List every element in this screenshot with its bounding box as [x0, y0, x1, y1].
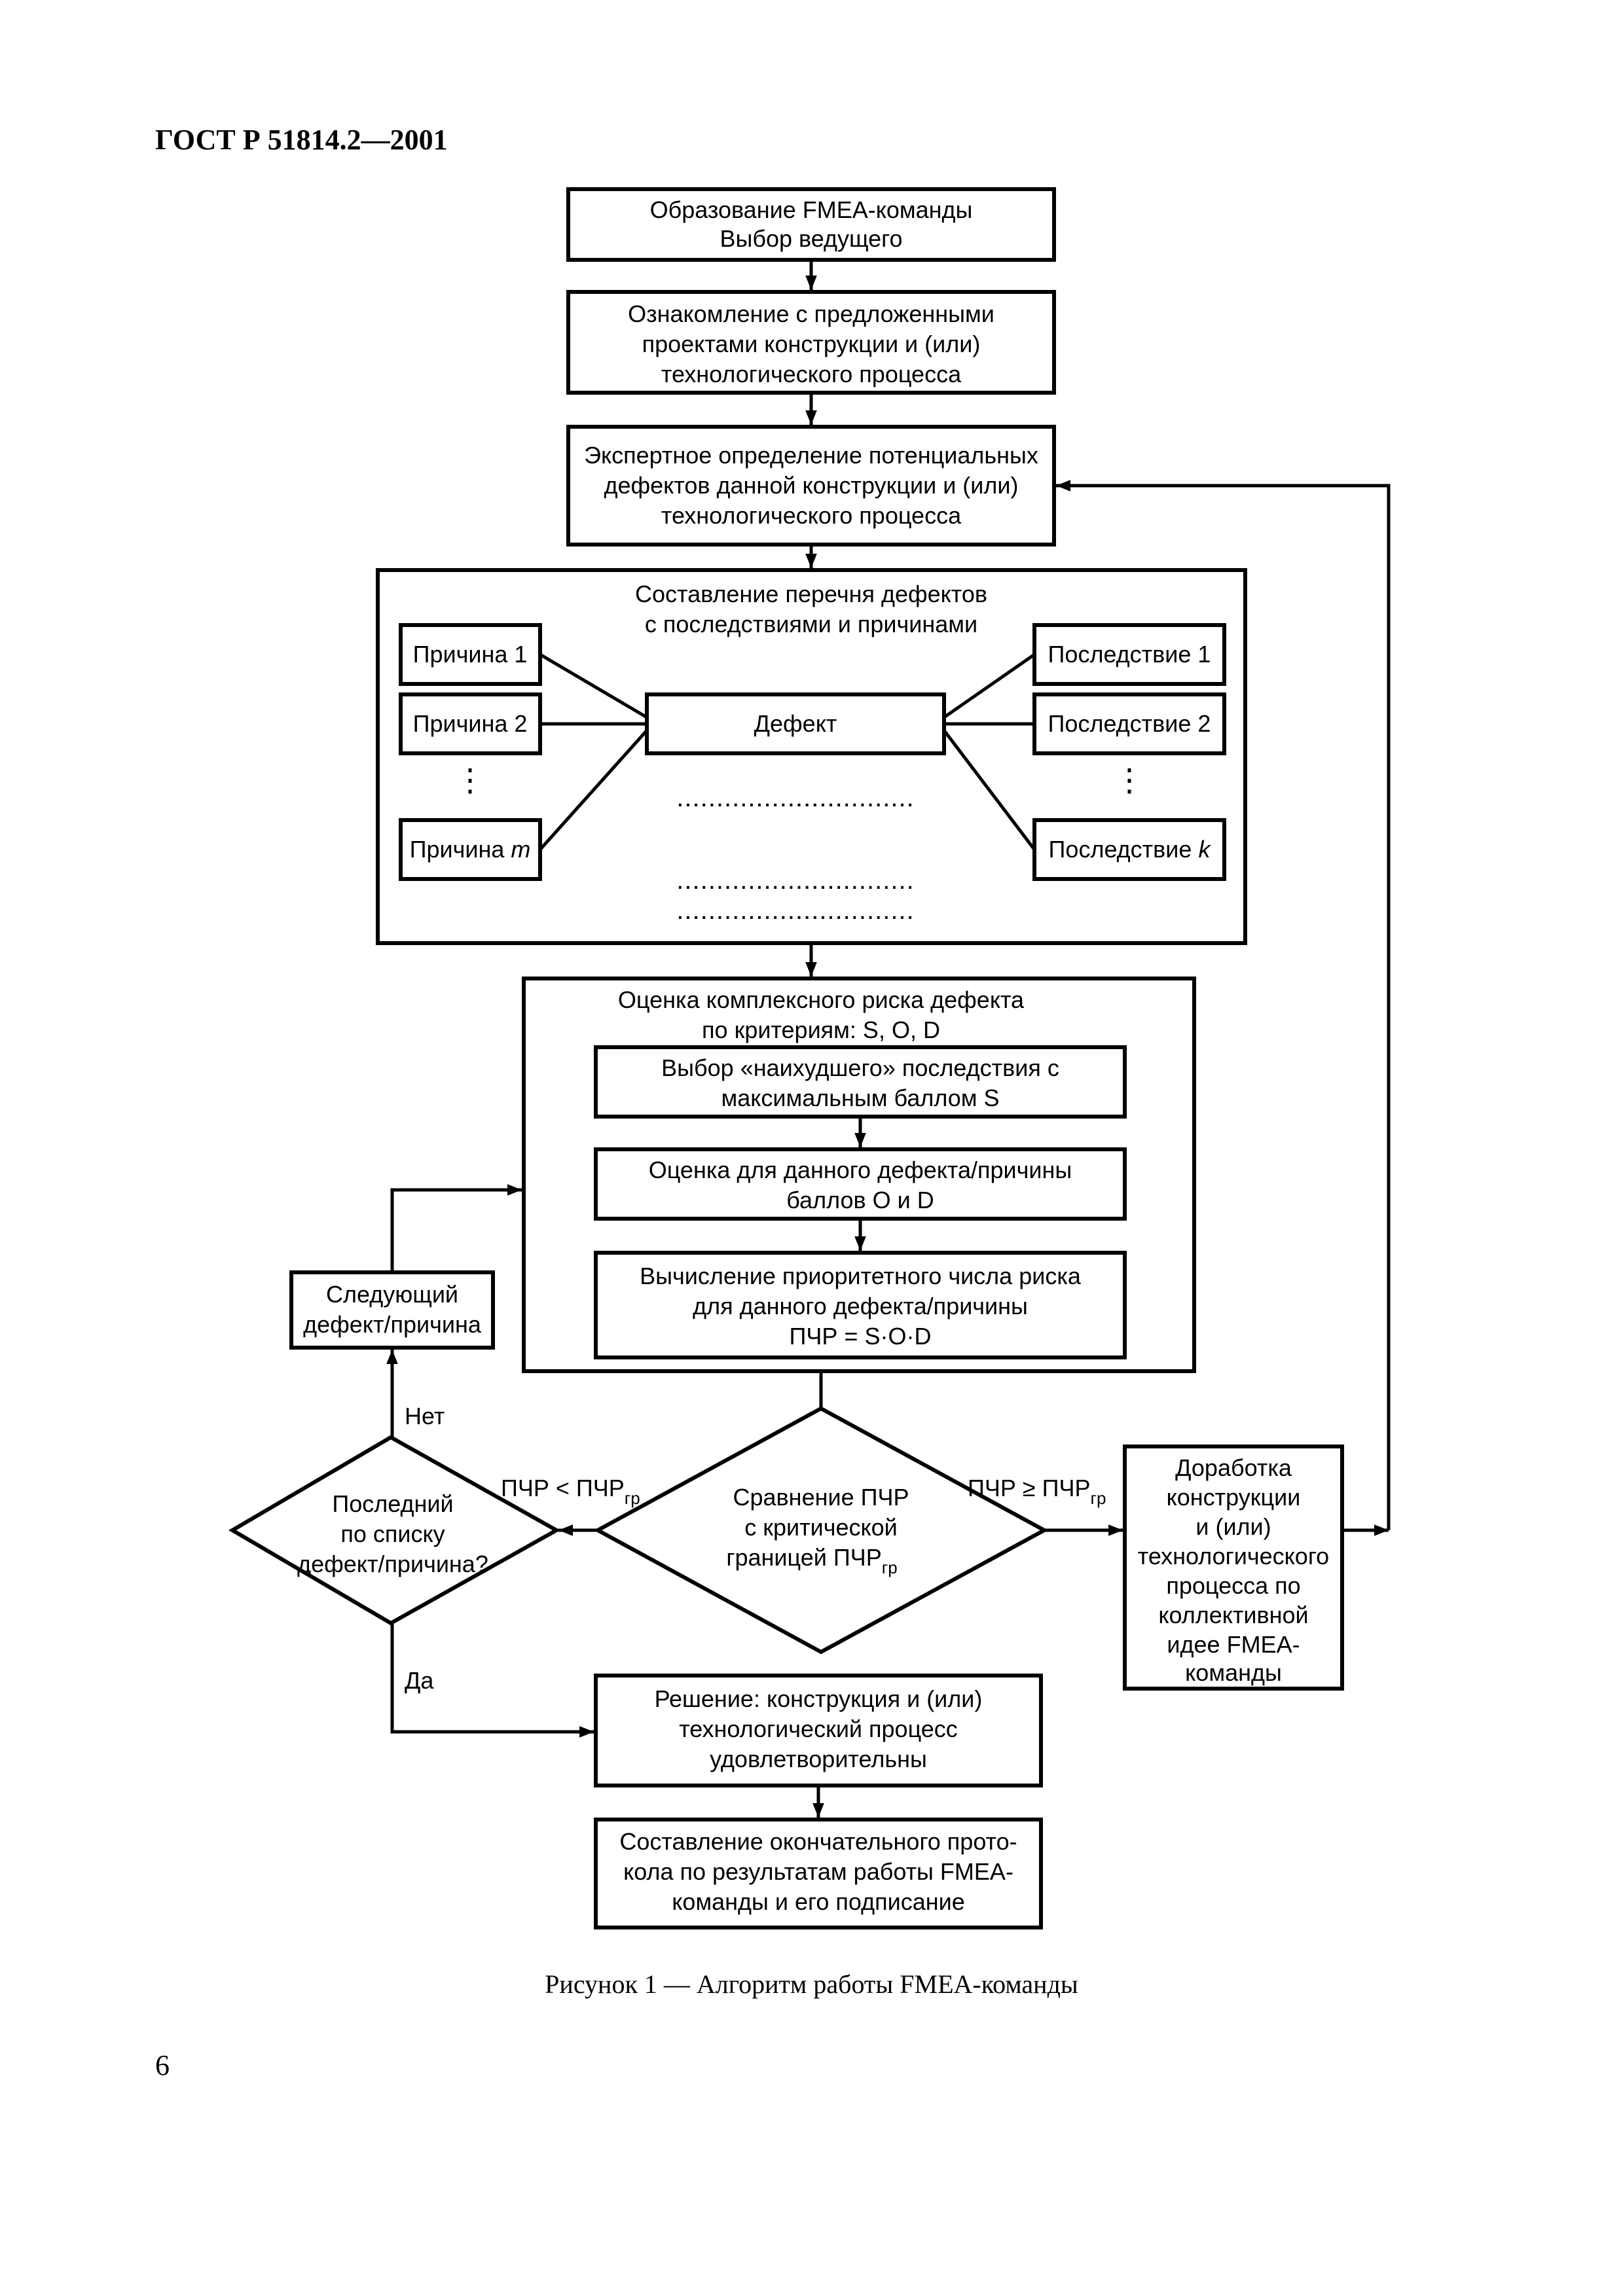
review-designs-box: Ознакомление с предложенными проектами к…: [566, 290, 1056, 395]
defect-label: Дефект: [754, 710, 837, 737]
cause-2-box: [399, 692, 542, 755]
figure-caption: Рисунок 1 — Алгоритм работы FMEA-команды: [545, 1969, 1078, 1999]
label-no: Нет: [405, 1403, 445, 1429]
next-defect-line-1: Следующий: [326, 1281, 458, 1308]
rework-line-5: процесса по: [1166, 1572, 1300, 1599]
compare-diamond: Сравнение ПЧР с критической границей ПЧР…: [593, 1406, 1049, 1655]
last-line-2: по списку: [340, 1520, 445, 1547]
label-yes: Да: [405, 1667, 434, 1694]
decision-box: Решение: конструкция и (или) технологиче…: [594, 1674, 1043, 1787]
effect-2-box: [1032, 692, 1226, 755]
expert-defects-line-1: Экспертное определение потенциальных: [584, 442, 1038, 469]
effect-1-box: [1032, 623, 1226, 686]
rework-line-2: конструкции: [1167, 1484, 1301, 1511]
final-protocol-box: Составление окончательного прото- кола п…: [594, 1818, 1043, 1929]
cause-m-label: Причина m: [410, 836, 531, 863]
defect-list-box: Составление перечня дефектов с последств…: [376, 568, 1247, 945]
rpn-calc-line-1: Вычисление приоритетного числа риска: [640, 1263, 1082, 1289]
next-defect-line-2: дефект/причина: [303, 1311, 482, 1338]
rpn-calc-line-3: ПЧР = S·O·D: [790, 1323, 932, 1350]
form-team-line-2: Выбор ведущего: [720, 225, 902, 252]
arrow-back-to-risk: [390, 1184, 522, 1272]
effect-vertical-dots: ⋮: [1114, 763, 1145, 798]
compare-line-3: границей ПЧРгр: [726, 1544, 897, 1577]
review-designs-line-2: проектами конструкции и (или): [642, 331, 981, 357]
rpn-calc-line-2: для данного дефекта/причины: [693, 1293, 1028, 1319]
rework-line-7: идее FMEA-: [1167, 1631, 1300, 1658]
link-cause-1: [539, 653, 648, 719]
dotted-line-3: ..............................: [676, 896, 914, 925]
cause-1-label: Причина 1: [413, 641, 528, 668]
link-effect-1: [943, 653, 1036, 719]
compare-line-2: с критической: [744, 1514, 898, 1541]
document-header: ГОСТ Р 51814.2—2001: [155, 124, 448, 156]
rework-box: Доработка конструкции и (или) технологич…: [1123, 1444, 1344, 1691]
arrow-yes: [390, 1623, 594, 1738]
defect-list-title-2: с последствиями и причинами: [645, 611, 977, 637]
feedback-loop-arrow: [1056, 480, 1391, 1530]
score-od-line-1: Оценка для данного дефекта/причины: [649, 1157, 1072, 1183]
last-line-3: дефект/причина?: [297, 1551, 488, 1577]
last-line-1: Последний: [332, 1490, 453, 1517]
decision-line-3: удовлетворительны: [710, 1746, 927, 1772]
cause-2-label: Причина 2: [413, 710, 528, 737]
label-geq: ПЧР ≥ ПЧРгр: [968, 1475, 1106, 1508]
review-designs-line-1: Ознакомление с предложенными: [628, 300, 994, 327]
final-protocol-line-3: команды и его подписание: [672, 1888, 965, 1915]
rework-line-8: команды: [1185, 1659, 1282, 1686]
rework-line-1: Доработка: [1175, 1454, 1292, 1481]
rework-line-4: технологического: [1138, 1543, 1329, 1570]
worst-effect-line-1: Выбор «наихудшего» последствия с: [661, 1054, 1059, 1081]
label-less: ПЧР < ПЧРгр: [501, 1475, 640, 1508]
score-od-line-2: баллов O и D: [786, 1187, 934, 1213]
dotted-line-1: ..............................: [676, 783, 914, 812]
final-protocol-line-1: Составление окончательного прото-: [619, 1828, 1017, 1855]
decision-line-2: технологический процесс: [679, 1715, 958, 1742]
last-in-list-diamond: Последний по списку дефект/причина?: [228, 1435, 561, 1626]
cause-m-box: [399, 818, 542, 881]
worst-effect-box: [594, 1045, 1127, 1119]
link-cause-m: [539, 729, 648, 851]
expert-defects-line-2: дефектов данной конструкции и (или): [604, 472, 1018, 499]
cause-1-box: [399, 623, 542, 686]
effect-k-box: [1032, 818, 1226, 881]
final-protocol-line-2: кола по результатам работы FMEA-: [623, 1858, 1013, 1885]
decision-line-1: Решение: конструкция и (или): [655, 1685, 983, 1712]
expert-defects-box: Экспертное определение потенциальных деф…: [566, 425, 1056, 547]
rework-line-3: и (или): [1195, 1513, 1271, 1540]
effect-2-label: Последствие 2: [1048, 710, 1211, 737]
next-defect-box: Следующий дефект/причина: [289, 1270, 495, 1350]
form-team-box: Образование FMEA-команды Выбор ведущего: [566, 187, 1056, 262]
compare-line-1: Сравнение ПЧР: [733, 1484, 909, 1511]
risk-assessment-box: Оценка комплексного риска дефекта по кри…: [522, 977, 1196, 1373]
form-team-line-1: Образование FMEA-команды: [650, 196, 973, 223]
defect-list-title-1: Составление перечня дефектов: [635, 581, 987, 607]
dotted-line-2: ..............................: [676, 866, 914, 895]
cause-vertical-dots: ⋮: [454, 763, 486, 798]
worst-effect-line-2: максимальным баллом S: [721, 1085, 999, 1111]
rework-line-6: коллективной: [1158, 1602, 1308, 1628]
review-designs-line-3: технологического процесса: [661, 361, 962, 387]
risk-title-1: Оценка комплексного риска дефекта: [618, 986, 1025, 1013]
risk-title-2: по критериям: S, O, D: [702, 1016, 940, 1043]
effect-1-label: Последствие 1: [1048, 641, 1211, 668]
expert-defects-line-3: технологического процесса: [661, 502, 962, 529]
rpn-calc-box: [594, 1251, 1127, 1359]
effect-k-label: Последствие k: [1049, 836, 1212, 863]
defect-box: [645, 692, 946, 755]
page-number: 6: [155, 2049, 170, 2081]
link-effect-k: [943, 729, 1036, 851]
